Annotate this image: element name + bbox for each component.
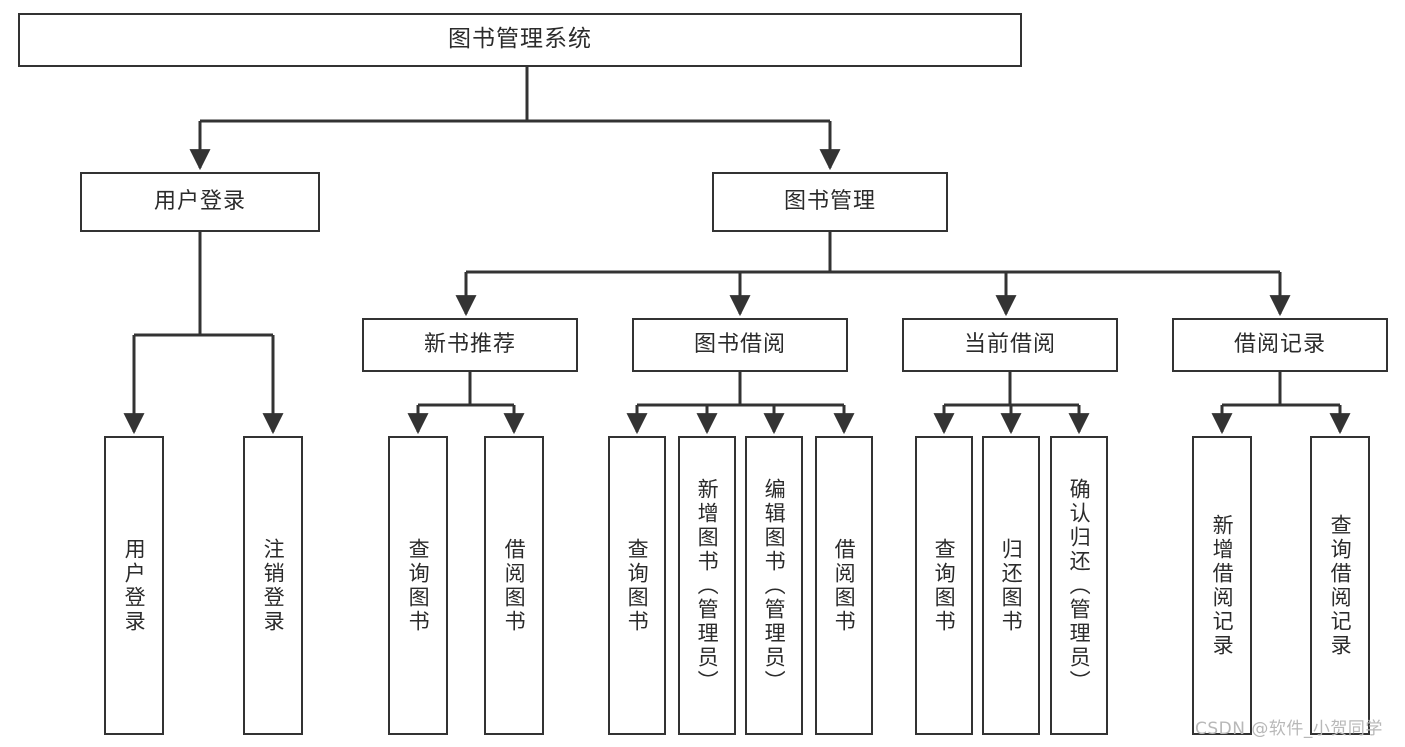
leaf-borrow-book-newbook[interactable]: 借阅图书 [484,436,544,735]
leaf-add-borrow-record[interactable]: 新增借阅记录 [1192,436,1252,735]
leaf-query-book-current[interactable]: 查询图书 [915,436,973,735]
leaf-return-book[interactable]: 归还图书 [982,436,1040,735]
node-user-login[interactable]: 用户登录 [80,172,320,232]
leaf-borrow-book[interactable]: 借阅图书 [815,436,873,735]
node-book-management[interactable]: 图书管理 [712,172,948,232]
leaf-add-book-admin[interactable]: 新增图书（管理员） [678,436,736,735]
node-book-borrow[interactable]: 图书借阅 [632,318,848,372]
leaf-confirm-return-admin[interactable]: 确认归还（管理员） [1050,436,1108,735]
node-new-book-recommend[interactable]: 新书推荐 [362,318,578,372]
node-current-borrow[interactable]: 当前借阅 [902,318,1118,372]
node-borrow-record[interactable]: 借阅记录 [1172,318,1388,372]
leaf-user-login[interactable]: 用户登录 [104,436,164,735]
leaf-query-book-borrow[interactable]: 查询图书 [608,436,666,735]
leaf-query-book-newbook[interactable]: 查询图书 [388,436,448,735]
leaf-query-borrow-record[interactable]: 查询借阅记录 [1310,436,1370,735]
leaf-edit-book-admin[interactable]: 编辑图书（管理员） [745,436,803,735]
leaf-logout-login[interactable]: 注销登录 [243,436,303,735]
node-root[interactable]: 图书管理系统 [18,13,1022,67]
csdn-watermark: CSDN @软件_小贺同学 [1195,719,1383,739]
